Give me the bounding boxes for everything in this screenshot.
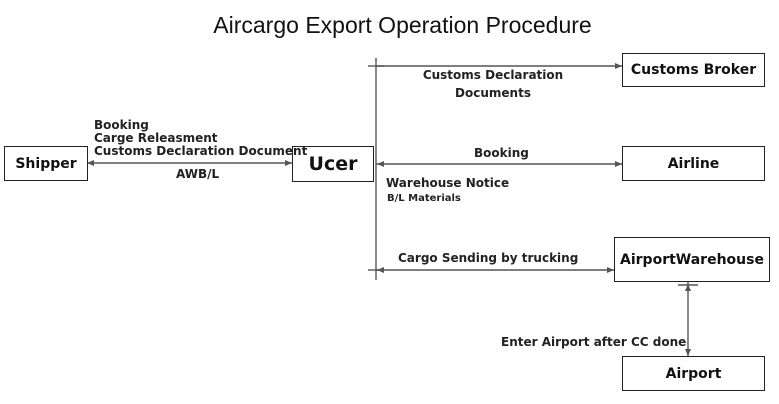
node-ucer-label: Ucer [308, 153, 358, 175]
node-ucer: Ucer [292, 146, 374, 182]
edge-label-documents: Documents [455, 86, 531, 100]
node-airport: Airport [622, 356, 765, 391]
arrowhead-warehouse-right [607, 267, 614, 273]
edge-label-cargo-sending: Cargo Sending by trucking [398, 251, 579, 265]
edge-label-warehouse-notice: Warehouse Notice [386, 176, 510, 190]
edge-label-awb: AWB/L [176, 167, 220, 181]
arrowhead-warehouse-left [377, 267, 384, 273]
node-customs-broker-label: Customs Broker [630, 62, 757, 78]
arrowhead-airline-left [377, 161, 384, 167]
edge-label-enter-airport: Enter Airport after CC done [501, 335, 687, 349]
node-airport-label: Airport [665, 365, 722, 382]
node-shipper-label: Shipper [15, 155, 77, 172]
edge-label-booking-shipper: Booking [94, 118, 149, 132]
edge-label-customs-declaration: Customs Declaration [422, 68, 564, 82]
node-airline-label: Airline [667, 155, 720, 172]
node-airport-warehouse-label: AirportWarehouse [620, 251, 764, 268]
arrowhead-customs-broker [615, 63, 622, 69]
node-customs-broker: Customs Broker [622, 53, 765, 87]
arrowhead-airline-right [615, 161, 622, 167]
node-airline: Airline [622, 146, 765, 181]
node-airport-warehouse: AirportWarehouse [614, 237, 770, 282]
diagram-title: Aircargo Export Operation Procedure [213, 12, 592, 38]
edge-label-bl-materials: B/L Materials [387, 193, 461, 204]
edge-label-booking-airline: Booking [474, 146, 529, 160]
edge-label-customs-declaration-document: Customs Declaration Document [94, 144, 308, 158]
arrowhead-shipper [87, 160, 94, 166]
arrowhead-ucer-left [285, 160, 292, 166]
edge-label-carge-releasment: Carge Releasment [94, 131, 218, 145]
arrowhead-airport-up [685, 284, 691, 291]
node-shipper: Shipper [4, 146, 88, 181]
arrowhead-airport-down [685, 349, 691, 356]
